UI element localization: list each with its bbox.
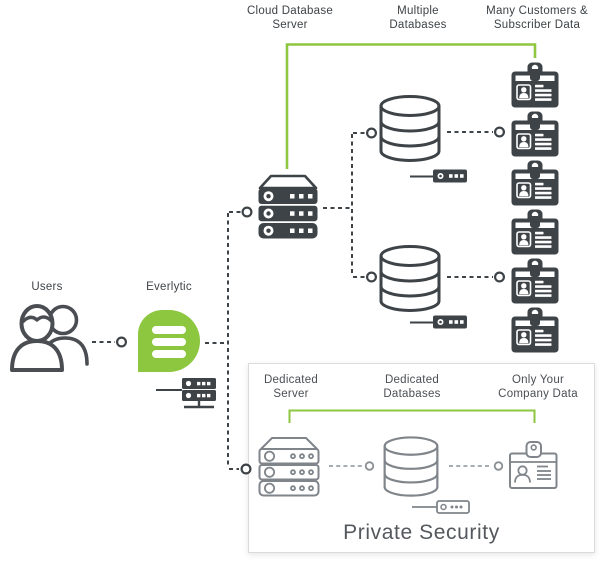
id-card-icon-1	[511, 62, 559, 108]
everlytic-server-icon	[156, 376, 218, 410]
dashed-connectors-dark	[92, 131, 493, 470]
id-card-icon-3	[511, 160, 559, 206]
label-only-your-company-data: Only Your Company Data	[498, 374, 578, 400]
id-card-icon-4	[511, 209, 559, 255]
green-bracket-private	[288, 409, 536, 423]
logo-bar	[152, 325, 186, 334]
label-cloud-database-server: Cloud Database Server	[247, 5, 333, 31]
dedicated-server-icon	[256, 433, 322, 499]
database-icon-2	[377, 244, 443, 314]
label-many-customers-subscriber-data: Many Customers & Subscriber Data	[486, 5, 588, 31]
label-everlytic: Everlytic	[146, 281, 192, 293]
private-security-title: Private Security	[343, 521, 500, 544]
company-id-card-icon	[509, 440, 559, 490]
label-dedicated-server: Dedicated Server	[263, 374, 319, 400]
id-card-icon-6	[511, 307, 559, 353]
dedicated-database-icon	[381, 435, 441, 499]
mini-server-icon-2	[410, 314, 468, 330]
dedicated-mini-server-icon	[412, 499, 470, 515]
id-card-icon-5	[511, 258, 559, 304]
logo-bar	[152, 349, 186, 358]
connector-nodes-dark	[115, 126, 506, 475]
label-users: Users	[31, 281, 63, 293]
mini-server-icon-1	[410, 168, 468, 184]
id-card-icon-2	[511, 111, 559, 157]
everlytic-logo	[138, 310, 200, 372]
logo-bar	[152, 337, 186, 346]
label-multiple-databases: Multiple Databases	[389, 5, 447, 31]
cloud-server-icon	[255, 172, 321, 240]
connector-nodes-gray	[364, 461, 504, 471]
database-icon-1	[377, 94, 443, 164]
green-bracket-cloud	[285, 43, 537, 169]
label-dedicated-databases: Dedicated Databases	[383, 374, 441, 400]
users-icon	[10, 300, 90, 372]
